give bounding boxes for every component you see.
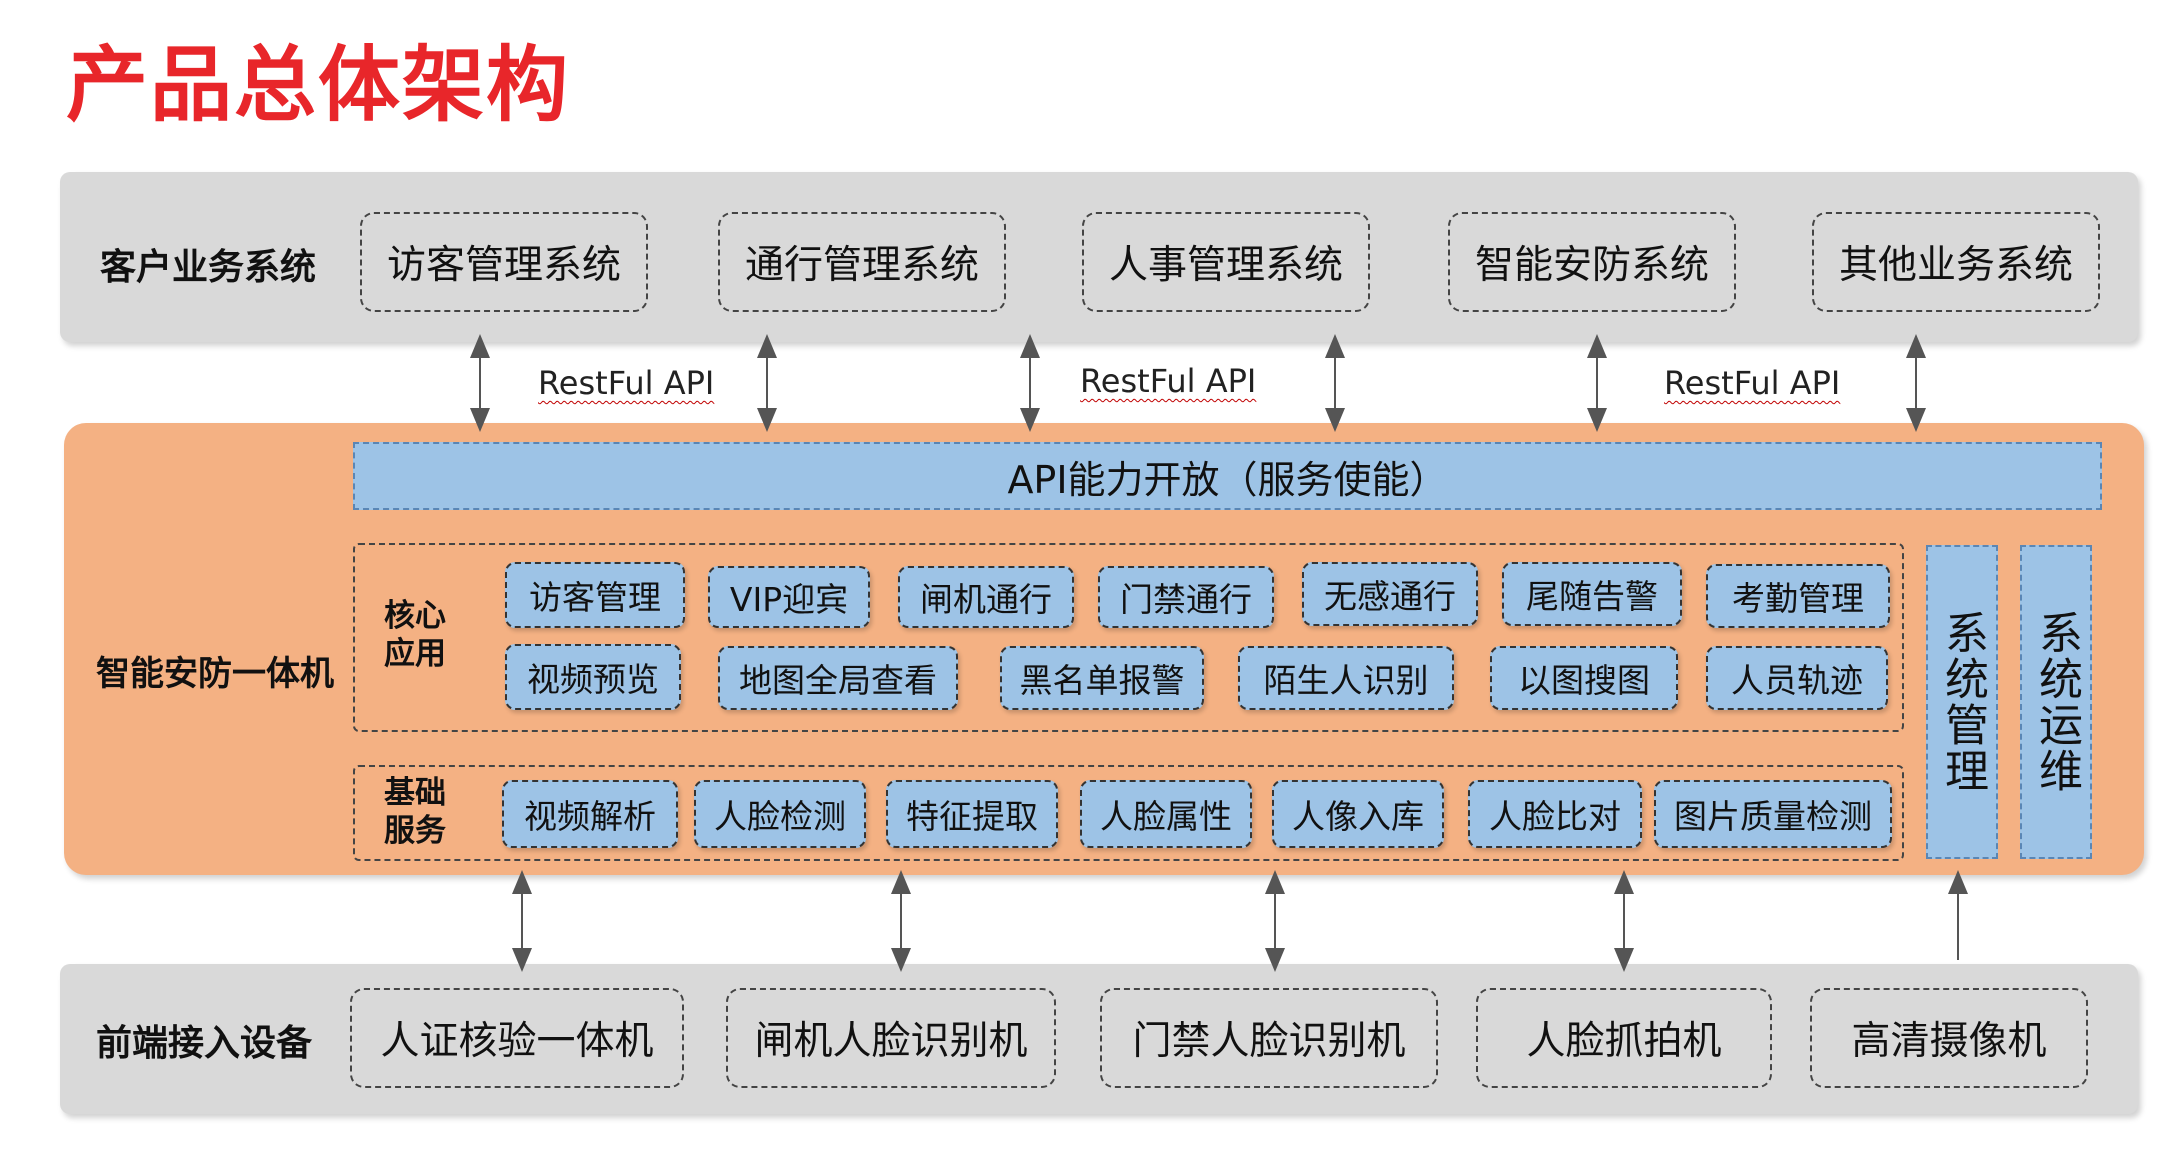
device-hd-camera: 高清摄像机 <box>1810 988 2088 1088</box>
client-system-visitor: 访客管理系统 <box>360 212 648 312</box>
device-id-verify: 人证核验一体机 <box>350 988 684 1088</box>
base-face-detect: 人脸检测 <box>694 780 866 848</box>
base-portrait-store: 人像入库 <box>1272 780 1444 848</box>
device-gate-face: 闸机人脸识别机 <box>726 988 1056 1088</box>
core-app-attendance: 考勤管理 <box>1706 564 1890 628</box>
restful-api-label-2: RestFul API <box>1080 362 1257 400</box>
system-management-label: 系统管理 <box>1937 610 1988 794</box>
core-app-preview: 视频预览 <box>505 644 681 710</box>
base-services-label: 基础 服务 <box>384 775 446 849</box>
system-ops-label: 系统运维 <box>2031 610 2082 794</box>
core-app-vip: VIP迎宾 <box>708 566 870 628</box>
device-face-capture: 人脸抓拍机 <box>1476 988 1772 1088</box>
core-app-tailgate: 尾随告警 <box>1502 562 1682 626</box>
base-face-attr: 人脸属性 <box>1080 780 1252 848</box>
core-app-visitor: 访客管理 <box>505 562 685 628</box>
system-ops-bar: 系统运维 <box>2020 545 2092 859</box>
core-app-seamless: 无感通行 <box>1302 562 1478 626</box>
core-app-blacklist: 黑名单报警 <box>1000 646 1204 710</box>
core-appliance-label: 智能安防一体机 <box>96 654 334 694</box>
base-feature-extract: 特征提取 <box>886 780 1058 848</box>
restful-api-label-3: RestFul API <box>1664 364 1841 402</box>
client-system-hr: 人事管理系统 <box>1082 212 1370 312</box>
core-app-image-search: 以图搜图 <box>1490 646 1678 710</box>
core-app-gate: 闸机通行 <box>898 566 1074 628</box>
client-system-security: 智能安防系统 <box>1448 212 1736 312</box>
base-services-frame <box>353 765 1904 861</box>
base-face-compare: 人脸比对 <box>1468 780 1642 848</box>
client-systems-label: 客户业务系统 <box>100 247 317 288</box>
client-systems-band <box>60 172 2138 342</box>
restful-api-label-1: RestFul API <box>538 364 715 402</box>
front-devices-label: 前端接入设备 <box>96 1023 313 1064</box>
core-app-track: 人员轨迹 <box>1706 646 1888 710</box>
core-apps-frame <box>353 543 1904 732</box>
core-app-map: 地图全局查看 <box>718 646 958 710</box>
core-app-stranger: 陌生人识别 <box>1238 646 1454 710</box>
page-title: 产品总体架构 <box>66 38 571 133</box>
base-image-quality: 图片质量检测 <box>1654 780 1892 848</box>
device-door-face: 门禁人脸识别机 <box>1100 988 1438 1088</box>
system-management-bar: 系统管理 <box>1926 545 1998 859</box>
client-system-access: 通行管理系统 <box>718 212 1006 312</box>
core-apps-label: 核心 应用 <box>384 598 446 672</box>
client-system-other: 其他业务系统 <box>1812 212 2100 312</box>
core-app-door: 门禁通行 <box>1098 566 1274 628</box>
api-open-bar: API能力开放（服务使能） <box>353 442 2102 510</box>
base-video-parse: 视频解析 <box>502 780 678 848</box>
